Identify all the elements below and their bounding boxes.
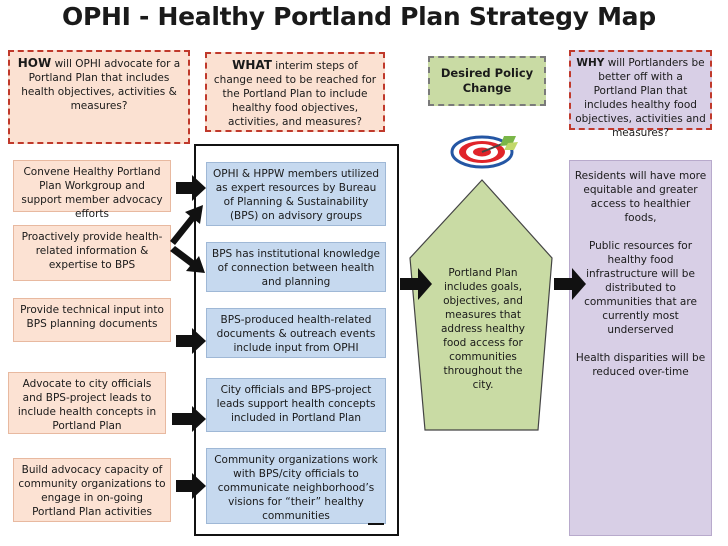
how-item-4: Advocate to city officials and BPS-proje… [8,372,166,434]
what-header: WHAT interim steps of change need to be … [205,52,385,132]
why-keyword: WHY [576,57,605,69]
what-item-2: BPS has institutional knowledge of conne… [206,242,386,292]
arrow-icon-2b [170,246,205,273]
why-outcome-3: Health disparities will be reduced over-… [575,352,706,378]
why-header: WHY will Portlanders be better off with … [569,50,712,139]
policy-change-pentagon [409,179,553,431]
what-item-5: Community organizations work with BPS/ci… [206,448,386,524]
what-item-4: City officials and BPS-project leads sup… [206,378,386,432]
what-item-3: BPS-produced health-related documents & … [206,308,386,358]
policy-to-why-arrow-icon [554,268,586,300]
what-item-1: OPHI & HPPW members utilized as expert r… [206,162,386,226]
desired-policy-label: Desired Policy Change [440,66,534,95]
arrow-icon-2a [170,205,203,245]
how-to-what-arrows [170,175,206,499]
bullseye-target-icon [450,135,518,169]
arrow-icon-5 [176,473,206,499]
how-question: will OPHI advocate for a Portland Plan t… [21,58,181,112]
how-header: HOW will OPHI advocate for a Portland Pl… [8,50,190,144]
how-keyword: HOW [17,56,52,70]
page-title: OPHI - Healthy Portland Plan Strategy Ma… [62,2,656,31]
how-item-3: Provide technical input into BPS plannin… [13,298,171,342]
what-to-policy-arrow-icon [400,268,432,300]
why-outcome-1: Residents will have more equitable and g… [574,170,707,224]
why-outcome-2: Public resources for healthy food infras… [584,240,697,336]
how-item-1: Convene Healthy Portland Plan Workgroup … [13,160,171,220]
desired-policy-header: Desired Policy Change [428,56,546,106]
arrow-icon-1 [176,175,206,201]
how-item-5: Build advocacy capacity of community org… [13,458,171,522]
how-item-2: Proactively provide health-related infor… [13,225,171,281]
policy-change-text: Portland Plan includes goals, objectives… [440,267,526,391]
arrow-icon-4 [172,406,206,432]
arrow-icon-3 [176,328,206,354]
why-outcomes-box: Residents will have more equitable and g… [569,160,712,536]
what-question: interim steps of change need to be reach… [213,60,377,128]
why-question: will Portlanders be better off with a Po… [575,57,706,139]
what-keyword: WHAT [232,58,272,72]
